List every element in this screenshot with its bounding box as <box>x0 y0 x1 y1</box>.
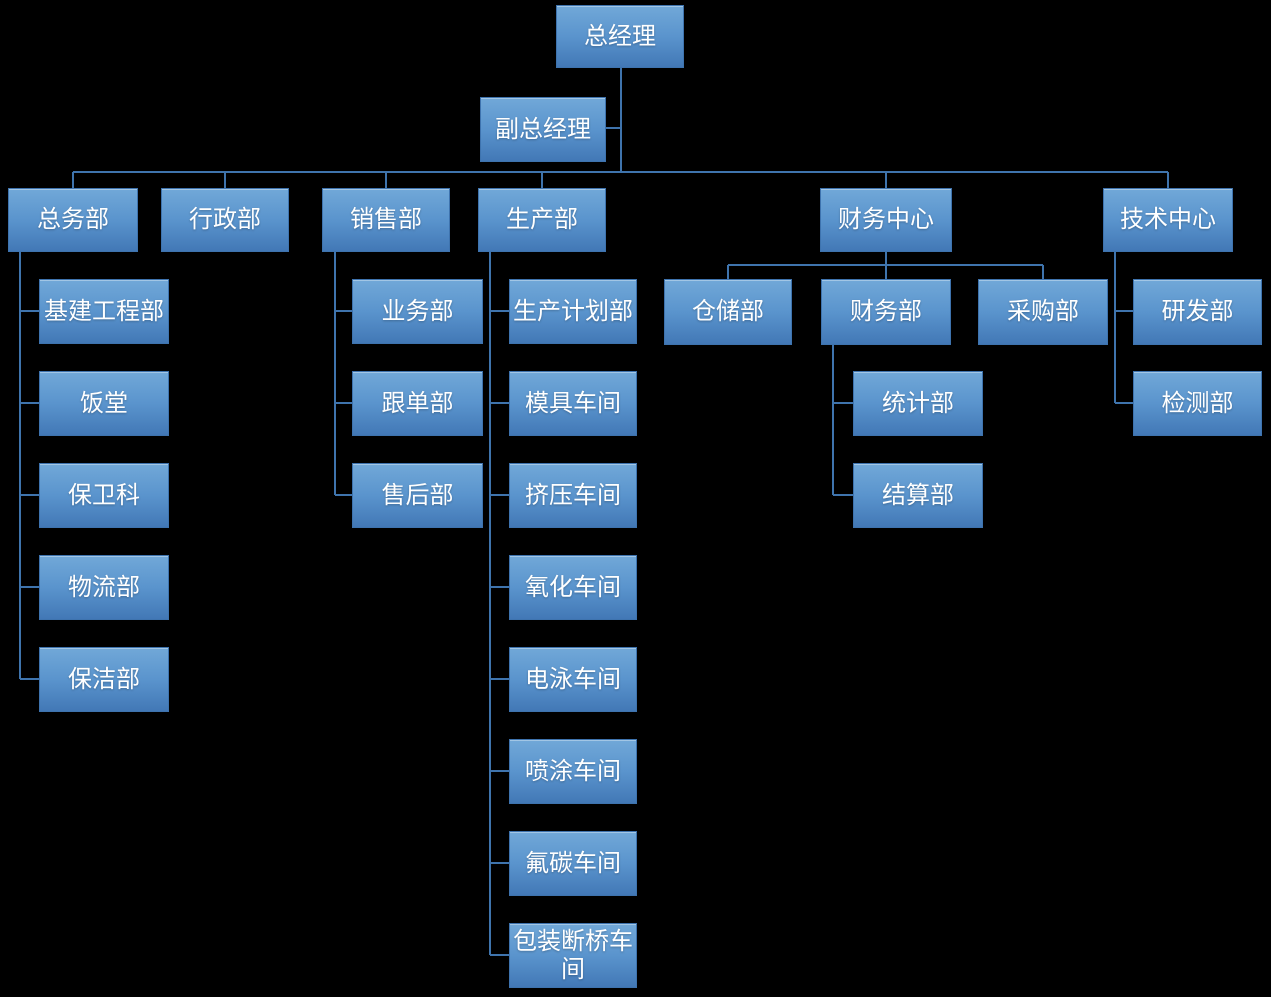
node-general-affairs-dept: 总务部 <box>8 188 138 252</box>
connector-level2-stubs <box>72 172 1169 188</box>
node-deputy-general-manager: 副总经理 <box>480 97 606 162</box>
node-oxidation-workshop: 氧化车间 <box>509 555 637 620</box>
connector-finance-branch <box>832 345 853 496</box>
connector-production-branch <box>489 252 509 956</box>
node-sales-dept: 销售部 <box>322 188 450 252</box>
node-after-sales-dept: 售后部 <box>352 463 483 528</box>
node-purchasing-dept: 采购部 <box>978 279 1108 345</box>
node-warehouse-dept: 仓储部 <box>664 279 792 345</box>
node-production-planning-dept: 生产计划部 <box>509 279 637 344</box>
node-tech-center: 技术中心 <box>1103 188 1233 252</box>
connector-tech-center-branch <box>1114 252 1133 404</box>
node-rd-dept: 研发部 <box>1133 279 1262 345</box>
node-electrophoresis-workshop: 电泳车间 <box>509 647 637 712</box>
node-extrusion-workshop: 挤压车间 <box>509 463 637 528</box>
connector-finance-center-branch <box>727 252 1044 279</box>
node-admin-dept: 行政部 <box>161 188 289 252</box>
node-security-section: 保卫科 <box>39 463 169 528</box>
node-mold-workshop: 模具车间 <box>509 371 637 436</box>
node-settlement-dept: 结算部 <box>853 463 983 528</box>
connector-root-trunk <box>73 68 1168 173</box>
node-finance-dept: 财务部 <box>821 279 951 345</box>
node-packaging-bridge-workshop: 包装断桥车间 <box>509 923 637 988</box>
node-infrastructure-dept: 基建工程部 <box>39 279 169 344</box>
node-testing-dept: 检测部 <box>1133 371 1262 436</box>
node-business-dept: 业务部 <box>352 279 483 344</box>
connector-general-affairs-branch <box>19 252 39 680</box>
node-statistics-dept: 统计部 <box>853 371 983 436</box>
node-production-dept: 生产部 <box>478 188 606 252</box>
node-finance-center: 财务中心 <box>820 188 952 252</box>
node-cleaning-dept: 保洁部 <box>39 647 169 712</box>
node-spraying-workshop: 喷涂车间 <box>509 739 637 804</box>
node-fluorocarbon-workshop: 氟碳车间 <box>509 831 637 896</box>
connector-sales-branch <box>334 252 352 496</box>
node-order-follow-dept: 跟单部 <box>352 371 483 436</box>
node-canteen: 饭堂 <box>39 371 169 436</box>
node-general-manager: 总经理 <box>556 5 684 68</box>
node-logistics-dept: 物流部 <box>39 555 169 620</box>
